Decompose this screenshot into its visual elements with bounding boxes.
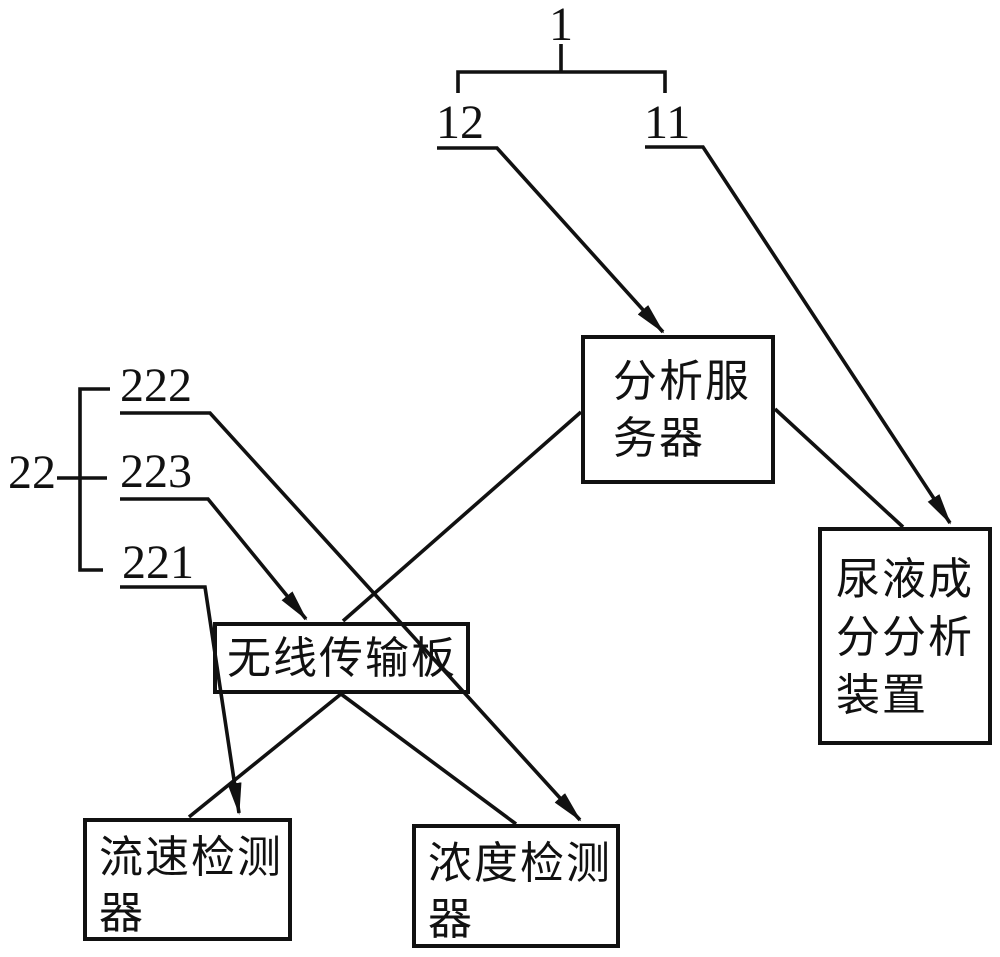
concentration-detector-box: 浓度检测 器 <box>412 824 620 948</box>
ref-label-22: 22 <box>8 446 56 499</box>
leader-line-222 <box>120 411 582 822</box>
concentration-detector-label-line1: 浓度检测 <box>428 839 612 888</box>
ref-label-12: 12 <box>436 96 484 149</box>
flow-rate-detector-box: 流速检测 器 <box>83 818 292 941</box>
leader-line-12 <box>437 146 665 334</box>
connector-analysis-urine <box>773 407 905 529</box>
bracket-1 <box>456 44 667 93</box>
ref-label-223: 223 <box>120 445 192 498</box>
concentration-detector-label-line2: 器 <box>428 895 474 944</box>
wireless-transmission-board-box: 无线传输板 <box>213 622 470 694</box>
analysis-server-label-line2: 务器 <box>613 414 705 463</box>
wireless-board-label: 无线传输板 <box>227 633 457 683</box>
bracket-22 <box>57 387 110 572</box>
ref-label-11: 11 <box>644 96 691 149</box>
flow-detector-label-line2: 器 <box>99 889 145 938</box>
connector-wireless-flow <box>187 692 343 819</box>
connector-wireless-concentration <box>339 692 518 826</box>
urine-analyzer-label-line1: 尿液成 <box>836 555 974 604</box>
urine-analyzer-label-line3: 装置 <box>836 671 928 720</box>
ref-label-222: 222 <box>120 359 192 412</box>
leader-line-11 <box>645 145 952 525</box>
leader-line-221 <box>120 585 242 815</box>
leader-line-223 <box>120 497 308 621</box>
ref-label-1: 1 <box>549 0 573 51</box>
urine-composition-analyzer-box: 尿液成 分分析 装置 <box>818 527 992 745</box>
urine-analyzer-label-line2: 分分析 <box>836 613 974 662</box>
connector-wireless-analysis <box>341 410 583 623</box>
flow-detector-label-line1: 流速检测 <box>99 833 283 882</box>
ref-label-221: 221 <box>122 536 194 589</box>
analysis-server-label-line1: 分析服 <box>613 357 751 406</box>
analysis-server-box: 分析服 务器 <box>581 335 775 484</box>
